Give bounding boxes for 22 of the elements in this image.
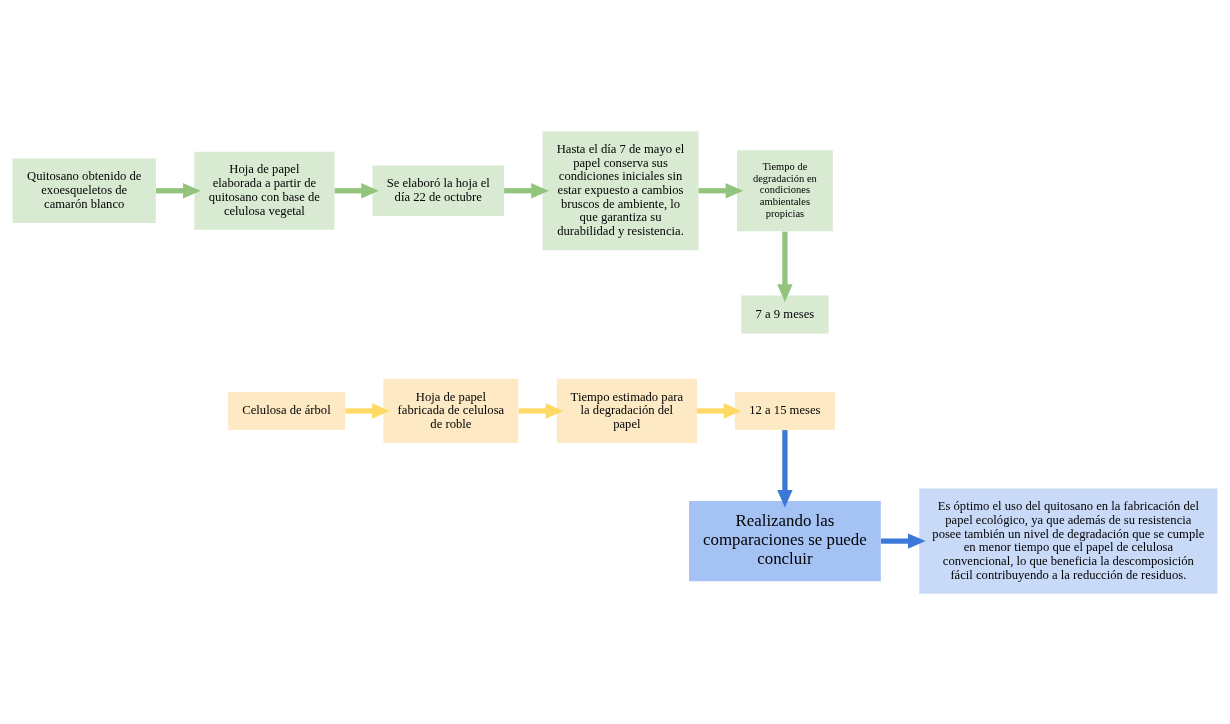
node-box: Celulosa de árbol [228, 391, 345, 430]
arrow [696, 402, 742, 419]
node-box: Quitosano obtenido de exoesqueletos de camarón blanco [12, 158, 156, 223]
arrow [518, 402, 564, 419]
arrow [156, 182, 201, 198]
arrow [698, 182, 744, 198]
node-box: Realizando las comparaciones se puede concluir [689, 500, 881, 581]
node-box: 12 a 15 meses [734, 391, 835, 430]
node-box: Hoja de papel elaborada a partir de quitosano con base de celulosa vegetal [194, 151, 335, 230]
node-box: Se elaboró la hoja el día 22 de octubre [372, 164, 505, 216]
arrow [334, 182, 379, 198]
node-box: 7 a 9 meses [741, 295, 829, 333]
arrow [504, 182, 549, 198]
arrow [880, 532, 926, 549]
arrow [777, 231, 793, 302]
arrow [345, 402, 390, 419]
node-box: Tiempo de degradación en condiciones ambientales propicias [736, 149, 833, 231]
node-box: Tiempo estimado para la degradación del papel [556, 378, 697, 443]
node-box: Hoja de papel fabricada de celulosa de roble [383, 378, 519, 443]
arrow [777, 429, 793, 508]
node-box: Hasta el día 7 de mayo el papel conserva sus condiciones iniciales sin estar expuesto a cambios bruscos de ambiente, lo que garantiza su durabilidad y resistencia. [542, 130, 699, 250]
node-box: Es óptimo el uso del quitosano en la fabricación del papel ecológico, ya que además de su resistencia posee también un nivel de degradación que se cumple en menor tiempo que el papel de celulosa convencional, lo que beneficia la descomposición fácil contribuyendo a la reducción de residuos. [919, 487, 1218, 594]
